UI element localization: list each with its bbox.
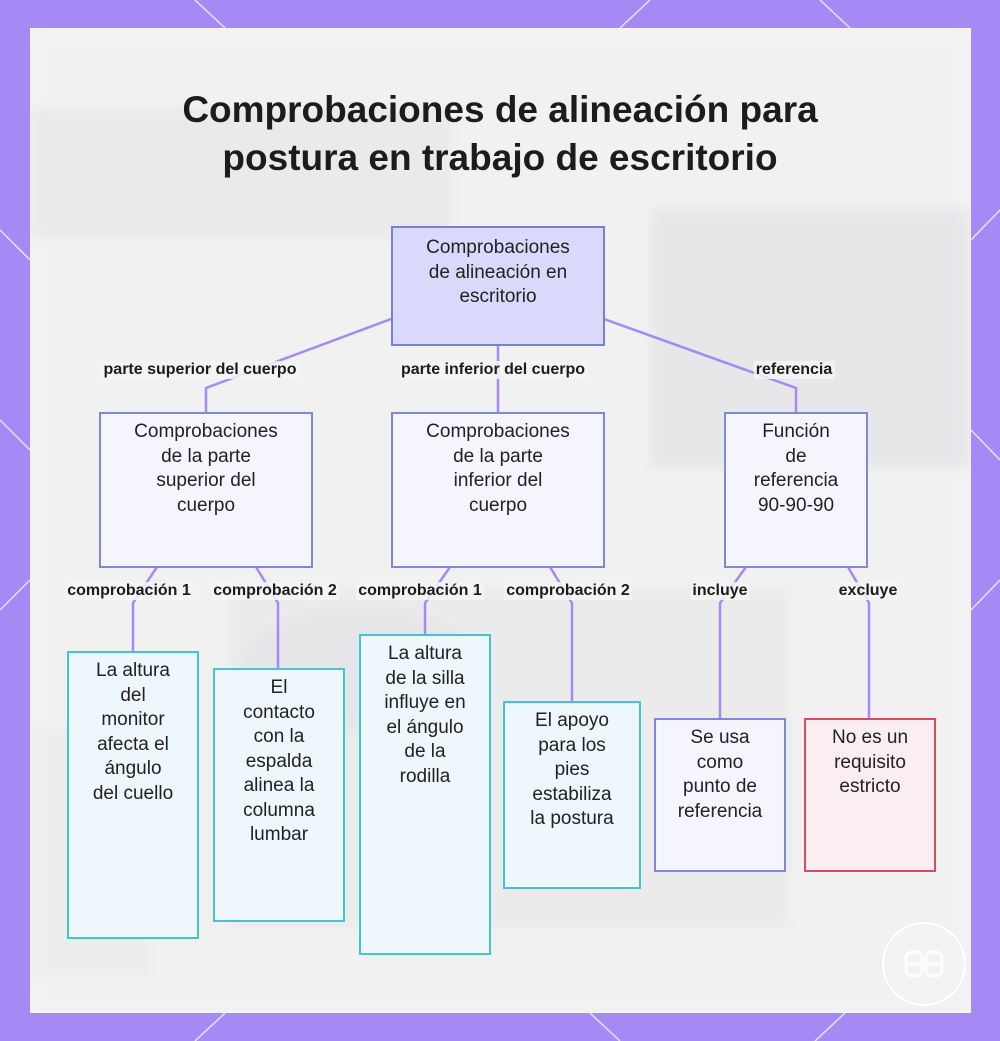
edge-root-ref bbox=[602, 317, 798, 414]
node-chair-line: La altura bbox=[388, 643, 462, 664]
node-contact-line: espalda bbox=[245, 750, 313, 772]
node-feet-line: la postura bbox=[530, 808, 614, 829]
title-line-1: Comprobaciones de alineación para bbox=[182, 89, 818, 130]
node-notstrict-line: estricto bbox=[839, 776, 901, 797]
node-upper-line: superior del bbox=[156, 470, 256, 491]
node-root-line: Comprobaciones bbox=[426, 237, 570, 258]
node-upper-line: Comprobaciones bbox=[134, 421, 278, 442]
node-feet-line: El apoyo bbox=[535, 710, 609, 731]
node-contact-line: columna bbox=[243, 799, 315, 821]
node-not-strict: No es un requisito estricto bbox=[804, 718, 936, 872]
node-notstrict-line: requisito bbox=[834, 751, 906, 773]
node-upper-line: cuerpo bbox=[176, 494, 236, 516]
node-ref-line: de bbox=[785, 445, 807, 467]
node-used-line: punto de bbox=[683, 776, 757, 797]
node-monitor-line: La altura bbox=[96, 660, 170, 681]
node-feet-line: pies bbox=[554, 759, 590, 780]
edge-label-lower-check1: comprobación 1 bbox=[356, 582, 484, 600]
node-lower-line: Comprobaciones bbox=[426, 421, 570, 442]
edge-upper-contact bbox=[254, 565, 280, 670]
node-monitor-height: La altura del monitor afecta el ángulo d… bbox=[67, 651, 199, 939]
node-reference-function: Función de referencia 90-90-90 bbox=[724, 412, 868, 568]
edge-label-lower-check2: comprobación 2 bbox=[504, 582, 632, 600]
node-used-as-reference: Se usa como punto de referencia bbox=[654, 718, 786, 872]
node-ref-line: referencia bbox=[753, 470, 839, 491]
brand-logo-icon bbox=[882, 922, 966, 1006]
node-chair-line: el ángulo bbox=[386, 716, 464, 738]
edge-label-upper-check1: comprobación 1 bbox=[65, 582, 193, 600]
node-lower-line: de la parte bbox=[453, 445, 543, 467]
edge-lower-chair bbox=[423, 565, 452, 636]
node-ref-line: Función bbox=[762, 421, 830, 442]
edge-label-excludes: excluye bbox=[836, 582, 900, 600]
node-root-line: escritorio bbox=[459, 286, 537, 307]
node-lower-body: Comprobaciones de la parte inferior del … bbox=[391, 412, 605, 568]
node-contact-line: El bbox=[270, 677, 288, 698]
node-feet-line: para los bbox=[538, 734, 606, 756]
edge-label-upper-check2: comprobación 2 bbox=[211, 582, 339, 600]
node-chair-line: rodilla bbox=[399, 765, 451, 787]
edge-ref-used bbox=[718, 565, 748, 720]
edge-lower-feet bbox=[548, 565, 574, 703]
node-root-line: de alineación en bbox=[428, 261, 568, 283]
node-contact-line: contacto bbox=[243, 701, 315, 723]
node-lower-line: cuerpo bbox=[468, 494, 528, 516]
diagram-title: Comprobaciones de alineación para postur… bbox=[0, 86, 1000, 182]
node-contact-line: lumbar bbox=[249, 824, 309, 845]
node-monitor-line: del cuello bbox=[92, 782, 174, 804]
edge-ref-notstrict bbox=[846, 565, 871, 720]
node-contact-line: alinea la bbox=[243, 775, 315, 796]
node-back-contact: El contacto con la espalda alinea la col… bbox=[213, 668, 345, 922]
node-used-line: Se usa bbox=[690, 727, 750, 748]
edge-label-lower: parte inferior del cuerpo bbox=[398, 361, 588, 379]
edge-root-upper bbox=[204, 317, 393, 414]
node-used-line: referencia bbox=[677, 800, 763, 822]
node-used-line: como bbox=[696, 751, 744, 773]
node-lower-line: inferior del bbox=[453, 470, 543, 491]
node-notstrict-line: No es un bbox=[831, 727, 909, 748]
node-upper-line: de la parte bbox=[161, 445, 251, 467]
edge-label-includes: incluye bbox=[690, 582, 750, 600]
node-monitor-line: afecta el bbox=[97, 733, 169, 755]
node-monitor-line: del bbox=[120, 684, 146, 706]
node-contact-line: con la bbox=[253, 726, 305, 747]
node-chair-line: de la silla bbox=[385, 667, 465, 689]
node-chair-line: de la bbox=[404, 741, 446, 762]
edge-label-ref: referencia bbox=[753, 361, 835, 379]
edge-label-upper: parte superior del cuerpo bbox=[101, 361, 299, 379]
node-monitor-line: monitor bbox=[101, 709, 165, 730]
node-feet-line: estabiliza bbox=[532, 783, 612, 805]
node-root: Comprobaciones de alineación en escritor… bbox=[391, 226, 605, 346]
node-ref-line: 90-90-90 bbox=[757, 494, 835, 516]
title-line-2: postura en trabajo de escritorio bbox=[222, 137, 778, 178]
node-monitor-line: ángulo bbox=[104, 758, 162, 779]
node-upper-body: Comprobaciones de la parte superior del … bbox=[99, 412, 313, 568]
node-chair-line: influye en bbox=[384, 692, 466, 713]
edge-upper-monitor bbox=[131, 565, 159, 653]
node-chair-height: La altura de la silla influye en el ángu… bbox=[359, 634, 491, 955]
node-foot-support: El apoyo para los pies estabiliza la pos… bbox=[503, 701, 641, 889]
